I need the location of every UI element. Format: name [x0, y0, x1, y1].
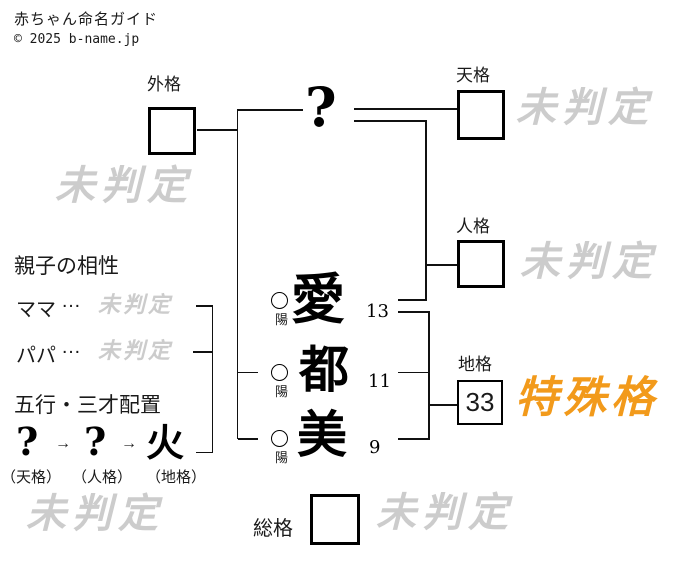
connector-line: [398, 311, 430, 313]
mama-separator: …: [61, 290, 81, 312]
gaikaku-watermark: 未判定: [55, 162, 193, 209]
connector-line: [426, 264, 457, 266]
connector-line: [354, 108, 457, 110]
surname-placeholder: ?: [305, 75, 337, 139]
soukaku-watermark: 未判定: [376, 489, 514, 536]
soukaku-label: 総格: [253, 518, 293, 540]
sansai-chikaku-symbol: 火: [146, 420, 185, 465]
papa-label: パパ: [16, 345, 56, 367]
sansai-heading: 五行・三才配置: [14, 394, 161, 417]
sansai-caption-tenkaku: （天格）: [1, 469, 62, 486]
tenkaku-label: 天格: [456, 66, 490, 85]
arrow-icon: →: [55, 435, 71, 452]
bracket-line: [193, 351, 212, 353]
inyou-label: 陽: [275, 450, 289, 465]
inyou-mark-circle: [271, 292, 288, 309]
sansai-jinkaku-symbol: ?: [84, 419, 107, 464]
stroke-count-3: 9: [369, 437, 381, 458]
connector-line: [428, 311, 430, 440]
jinkaku-watermark: 未判定: [520, 238, 658, 285]
inyou-label: 陽: [275, 312, 289, 327]
inyou-mark-circle: [271, 430, 288, 447]
name-char-2: 都: [299, 340, 349, 399]
stroke-count-1: 13: [366, 301, 389, 322]
gaikaku-label: 外格: [147, 75, 181, 94]
connector-line: [398, 371, 430, 373]
sansai-tenkaku-symbol: ?: [16, 419, 39, 464]
connector-line: [197, 129, 238, 131]
sansai-watermark: 未判定: [26, 490, 164, 537]
name-char-3: 美: [297, 405, 347, 464]
gaikaku-box: [148, 107, 196, 155]
stroke-count-2: 11: [368, 371, 391, 392]
chikaku-status: 特殊格: [515, 373, 659, 423]
connector-line: [236, 109, 238, 439]
soukaku-box: [310, 494, 360, 545]
sansai-caption-jinkaku: （人格）: [72, 469, 133, 486]
tenkaku-box: [457, 90, 505, 140]
papa-separator: …: [61, 336, 81, 358]
connector-line: [354, 120, 427, 122]
bracket-line: [196, 451, 212, 453]
connector-line: [425, 120, 427, 300]
connector-line: [238, 371, 258, 373]
connector-line: [236, 109, 303, 111]
connector-line: [429, 404, 457, 406]
inyou-label: 陽: [275, 384, 289, 399]
chikaku-value: 33: [465, 387, 495, 417]
bracket-line: [211, 305, 213, 453]
mama-label: ママ: [16, 299, 56, 321]
tenkaku-watermark: 未判定: [516, 84, 654, 131]
connector-line: [238, 438, 258, 440]
sansai-caption-chikaku: （地格）: [146, 469, 207, 486]
jinkaku-box: [457, 240, 505, 288]
inyou-mark-circle: [271, 364, 288, 381]
jinkaku-label: 人格: [456, 217, 490, 236]
arrow-icon: →: [121, 435, 137, 452]
mama-result: 未判定: [98, 292, 174, 318]
connector-line: [398, 438, 430, 440]
copyright-text: © 2025 b-name.jp: [14, 32, 140, 47]
compatibility-heading: 親子の相性: [14, 255, 119, 278]
site-title: 赤ちゃん命名ガイド: [14, 10, 159, 28]
papa-result: 未判定: [98, 338, 174, 364]
bracket-line: [196, 305, 212, 307]
name-char-1: 愛: [291, 267, 345, 331]
chikaku-label: 地格: [458, 355, 492, 374]
connector-line: [398, 299, 427, 301]
